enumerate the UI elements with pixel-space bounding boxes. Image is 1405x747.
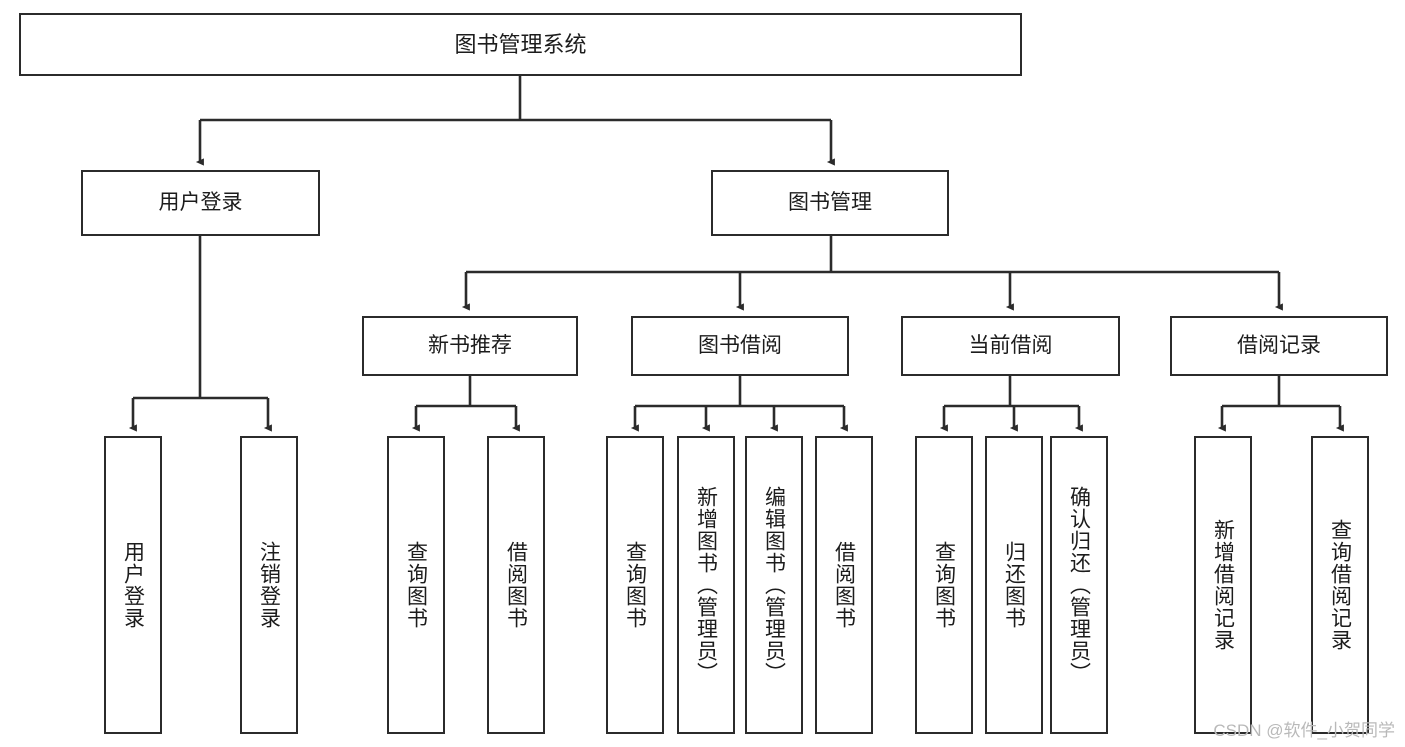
leaf-edit-book[interactable]: 编辑图书（管理员） bbox=[745, 436, 803, 734]
node-borrow-record[interactable]: 借阅记录 bbox=[1170, 316, 1388, 376]
node-label: 新书推荐 bbox=[428, 333, 512, 357]
node-label: 借阅图书 bbox=[832, 541, 856, 629]
leaf-borrow-book-1[interactable]: 借阅图书 bbox=[487, 436, 545, 734]
node-book-borrow[interactable]: 图书借阅 bbox=[631, 316, 849, 376]
leaf-query-book-1[interactable]: 查询图书 bbox=[387, 436, 445, 734]
node-label: 借阅图书 bbox=[504, 541, 528, 629]
leaf-user-login[interactable]: 用户登录 bbox=[104, 436, 162, 734]
node-label: 用户登录 bbox=[121, 541, 145, 629]
leaf-borrow-book-2[interactable]: 借阅图书 bbox=[815, 436, 873, 734]
node-label: 注销登录 bbox=[257, 541, 281, 629]
node-label: 当前借阅 bbox=[968, 333, 1053, 357]
node-label: 查询图书 bbox=[623, 541, 647, 629]
node-new-book-recommend[interactable]: 新书推荐 bbox=[362, 316, 578, 376]
node-label: 确认归还（管理员） bbox=[1067, 486, 1091, 684]
leaf-query-book-3[interactable]: 查询图书 bbox=[915, 436, 973, 734]
node-root-system[interactable]: 图书管理系统 bbox=[19, 13, 1022, 76]
node-label: 归还图书 bbox=[1002, 541, 1026, 629]
node-label: 新增图书（管理员） bbox=[694, 486, 718, 684]
leaf-query-book-2[interactable]: 查询图书 bbox=[606, 436, 664, 734]
node-user-login[interactable]: 用户登录 bbox=[81, 170, 320, 236]
node-label: 图书管理系统 bbox=[454, 31, 587, 57]
node-current-borrow[interactable]: 当前借阅 bbox=[901, 316, 1120, 376]
leaf-return-book[interactable]: 归还图书 bbox=[985, 436, 1043, 734]
leaf-add-borrow-record[interactable]: 新增借阅记录 bbox=[1194, 436, 1252, 734]
leaf-confirm-return[interactable]: 确认归还（管理员） bbox=[1050, 436, 1108, 734]
node-label: 新增借阅记录 bbox=[1211, 519, 1235, 651]
leaf-logout-login[interactable]: 注销登录 bbox=[240, 436, 298, 734]
node-label: 查询借阅记录 bbox=[1328, 519, 1352, 651]
node-label: 图书借阅 bbox=[698, 333, 782, 357]
node-label: 查询图书 bbox=[404, 541, 428, 629]
node-label: 编辑图书（管理员） bbox=[762, 486, 786, 684]
node-book-management[interactable]: 图书管理 bbox=[711, 170, 949, 236]
leaf-query-borrow-record[interactable]: 查询借阅记录 bbox=[1311, 436, 1369, 734]
node-label: 用户登录 bbox=[158, 190, 243, 214]
node-label: 图书管理 bbox=[788, 190, 872, 214]
leaf-add-book[interactable]: 新增图书（管理员） bbox=[677, 436, 735, 734]
node-label: 借阅记录 bbox=[1237, 333, 1321, 357]
node-label: 查询图书 bbox=[932, 541, 956, 629]
